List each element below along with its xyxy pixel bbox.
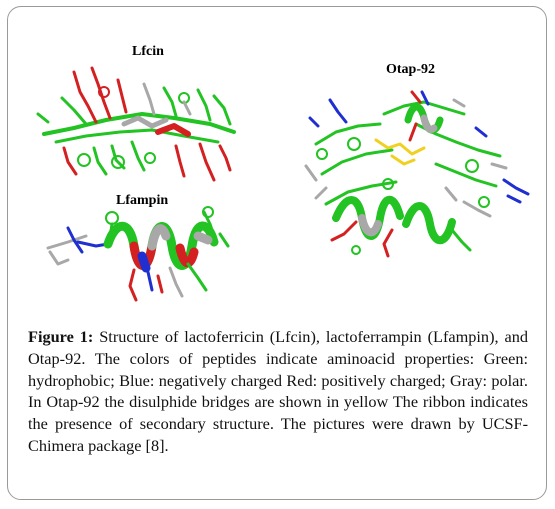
lfcin-structure [36, 66, 236, 182]
figure-label: Figure 1: [28, 327, 94, 346]
lfampin-label: Lfampin [116, 193, 169, 208]
otap-92-structure [304, 90, 530, 258]
caption-text: Structure of lactoferricin (Lfcin), lact… [28, 327, 528, 455]
figure-frame [7, 6, 547, 500]
lfcin-label: Lfcin [132, 44, 164, 59]
lfampin-structure [46, 206, 230, 302]
figure-caption: Figure 1: Structure of lactoferricin (Lf… [28, 326, 528, 457]
otap-92-label: Otap-92 [386, 62, 435, 77]
